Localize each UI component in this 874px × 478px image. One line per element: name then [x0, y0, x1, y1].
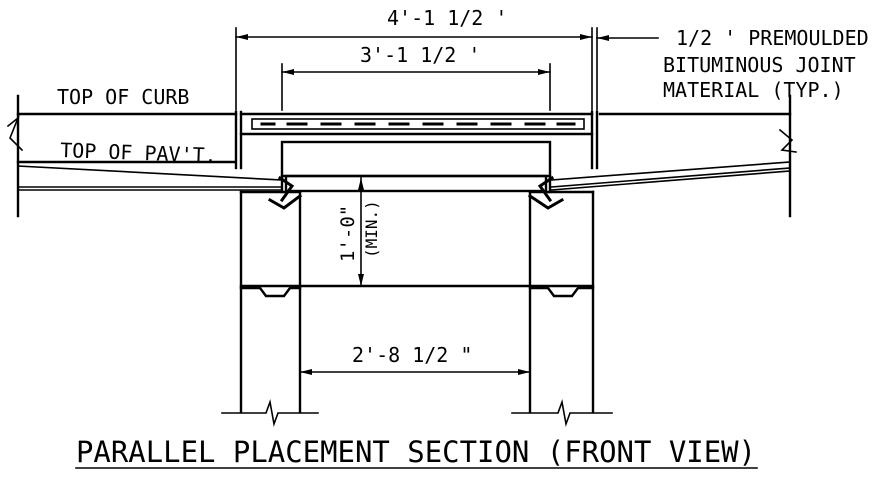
dimension-opening-width: 2'-8 1/2 " — [299, 343, 531, 375]
bearing-angle-right — [527, 175, 565, 210]
curb-slab-right — [550, 94, 797, 218]
curb-slab-left — [6, 94, 283, 218]
dimension-overall-width: 4'-1 1/2 ' — [235, 6, 659, 111]
dimension-inner-width: 3'-1 1/2 ' — [281, 43, 551, 111]
depth-label: 1'-0" — [337, 205, 359, 262]
depth-note: (MIN.) — [362, 200, 381, 258]
dimension-depth: 1'-0" (MIN.) — [337, 177, 381, 287]
top-of-pavement-label: TOP OF PAV'T. — [60, 138, 217, 167]
top-of-curb-label: TOP OF CURB — [57, 85, 189, 109]
opening-width-label: 2'-8 1/2 " — [352, 343, 472, 367]
inlet-frame — [234, 110, 599, 194]
joint-material-line1: 1/2 ' PREMOULDED — [676, 26, 869, 50]
inner-width-label: 3'-1 1/2 ' — [360, 43, 480, 67]
overall-width-label: 4'-1 1/2 ' — [387, 6, 507, 30]
joint-material-line3: MATERIAL (TYP.) — [663, 78, 844, 102]
inlet-walls — [221, 190, 613, 428]
bearing-angle-left — [267, 175, 303, 210]
joint-material-line2: BITUMINOUS JOINT — [663, 53, 856, 77]
drawing-title: PARALLEL PLACEMENT SECTION (FRONT VIEW) — [76, 435, 756, 469]
